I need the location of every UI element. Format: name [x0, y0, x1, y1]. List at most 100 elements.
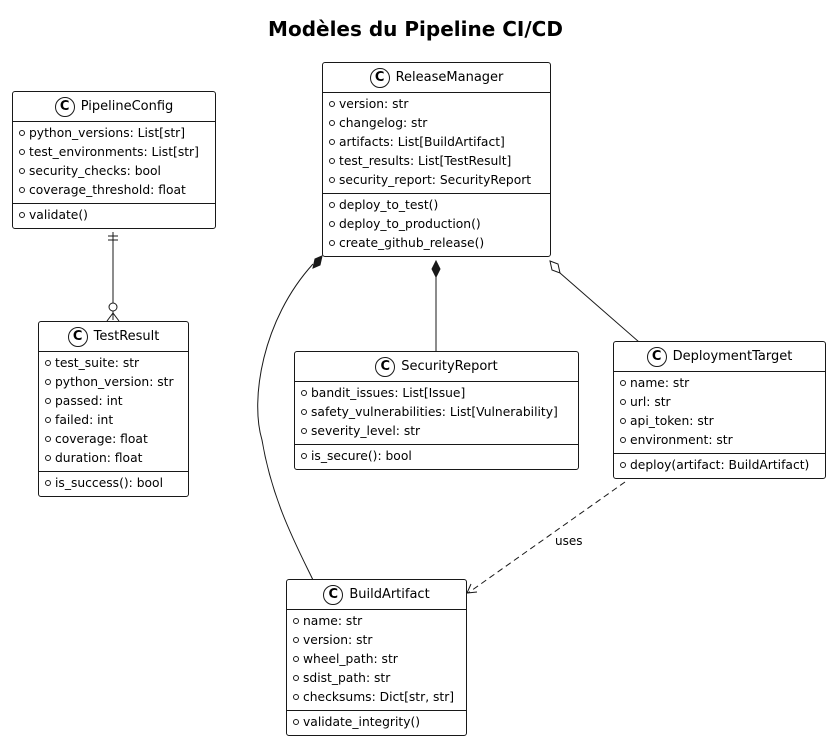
attribute-text: version: str	[339, 97, 409, 111]
class-icon: C	[369, 67, 390, 88]
attribute-text: url: str	[630, 395, 671, 409]
public-visibility-icon	[329, 139, 335, 145]
class-pipelineconfig: C PipelineConfig python_versions: List[str…	[12, 91, 216, 229]
attributes-section: version: str changelog: str artifacts: Lis…	[323, 93, 550, 193]
attribute-row: duration: float	[45, 449, 188, 468]
attribute-row: environment: str	[620, 431, 825, 450]
class-header: C ReleaseManager	[323, 63, 550, 93]
public-visibility-icon	[329, 101, 335, 107]
attribute-row: test_environments: List[str]	[19, 143, 215, 162]
methods-section: deploy_to_test() deploy_to_production()cr…	[323, 193, 550, 256]
class-name: PipelineConfig	[80, 99, 174, 114]
methods-section: is_success(): bool	[39, 471, 188, 496]
attribute-row: version: str	[293, 631, 466, 650]
uses-label: uses	[555, 534, 583, 548]
method-text: deploy_to_test()	[339, 198, 439, 212]
class-releasemanager: C ReleaseManager version: str changelog: st…	[322, 62, 551, 257]
class-name: BuildArtifact	[349, 587, 430, 602]
method-row: is_success(): bool	[45, 474, 188, 493]
attribute-text: test_results: List[TestResult]	[339, 154, 512, 168]
method-text: is_secure(): bool	[311, 449, 412, 463]
attribute-text: checksums: Dict[str, str]	[303, 690, 455, 704]
method-text: deploy(artifact: BuildArtifact)	[630, 458, 810, 472]
attribute-row: test_results: List[TestResult]	[329, 152, 550, 171]
attribute-row: severity_level: str	[301, 422, 578, 441]
method-row: deploy_to_production()	[329, 215, 550, 234]
method-row: validate()	[19, 206, 215, 225]
class-icon: C	[375, 356, 396, 377]
attribute-row: name: str	[620, 374, 825, 393]
class-header: C PipelineConfig	[13, 92, 215, 122]
attribute-row: security_report: SecurityReport	[329, 171, 550, 190]
public-visibility-icon	[301, 390, 307, 396]
public-visibility-icon	[301, 453, 307, 459]
public-visibility-icon	[45, 417, 51, 423]
public-visibility-icon	[293, 656, 299, 662]
methods-section: is_secure(): bool	[295, 444, 578, 469]
public-visibility-icon	[45, 360, 51, 366]
releasemanager-deploymenttarget-aggregation	[549, 260, 640, 343]
attribute-text: test_environments: List[str]	[29, 145, 199, 159]
attribute-row: coverage: float	[45, 430, 188, 449]
public-visibility-icon	[19, 212, 25, 218]
public-visibility-icon	[19, 187, 25, 193]
method-row: create_github_release()	[329, 234, 550, 253]
attribute-text: duration: float	[55, 451, 143, 465]
attribute-text: environment: str	[630, 433, 733, 447]
public-visibility-icon	[620, 462, 626, 468]
attribute-text: version: str	[303, 633, 373, 647]
public-visibility-icon	[45, 379, 51, 385]
class-securityreport: C SecurityReport bandit_issues: List[Issue…	[294, 351, 579, 470]
attribute-row: changelog: str	[329, 114, 550, 133]
class-name: SecurityReport	[401, 359, 498, 374]
public-visibility-icon	[329, 221, 335, 227]
class-icon: C	[323, 584, 344, 605]
class-name: TestResult	[93, 329, 160, 344]
class-icon: C	[54, 96, 75, 117]
method-text: is_success(): bool	[55, 476, 163, 490]
attribute-row: version: str	[329, 95, 550, 114]
class-name: ReleaseManager	[395, 70, 504, 85]
attribute-row: artifacts: List[BuildArtifact]	[329, 133, 550, 152]
attribute-text: sdist_path: str	[303, 671, 391, 685]
public-visibility-icon	[301, 409, 307, 415]
attribute-text: security_report: SecurityReport	[339, 173, 532, 187]
attribute-text: bandit_issues: List[Issue]	[311, 386, 466, 400]
public-visibility-icon	[19, 149, 25, 155]
attribute-row: python_versions: List[str]	[19, 124, 215, 143]
attribute-text: name: str	[303, 614, 363, 628]
attribute-text: failed: int	[55, 413, 114, 427]
method-text: deploy_to_production()	[339, 217, 481, 231]
attribute-text: changelog: str	[339, 116, 428, 130]
method-text: create_github_release()	[339, 236, 485, 250]
public-visibility-icon	[45, 398, 51, 404]
public-visibility-icon	[620, 418, 626, 424]
attribute-text: python_version: str	[55, 375, 174, 389]
methods-section: deploy(artifact: BuildArtifact)	[614, 453, 825, 478]
public-visibility-icon	[293, 719, 299, 725]
public-visibility-icon	[293, 637, 299, 643]
releasemanager-securityreport-composition	[431, 259, 441, 351]
public-visibility-icon	[301, 428, 307, 434]
attribute-row: coverage_threshold: float	[19, 181, 215, 200]
public-visibility-icon	[329, 240, 335, 246]
attribute-text: test_suite: str	[55, 356, 140, 370]
attribute-row: test_suite: str	[45, 354, 188, 373]
public-visibility-icon	[620, 380, 626, 386]
public-visibility-icon	[620, 437, 626, 443]
method-row: is_secure(): bool	[301, 447, 578, 466]
class-name: DeploymentTarget	[672, 349, 793, 364]
diagram-title: Modèles du Pipeline CI/CD	[268, 17, 563, 41]
public-visibility-icon	[293, 694, 299, 700]
public-visibility-icon	[45, 480, 51, 486]
attribute-text: security_checks: bool	[29, 164, 161, 178]
pipelineconfig-testresult-relation	[106, 232, 120, 322]
attribute-text: coverage_threshold: float	[29, 183, 186, 197]
